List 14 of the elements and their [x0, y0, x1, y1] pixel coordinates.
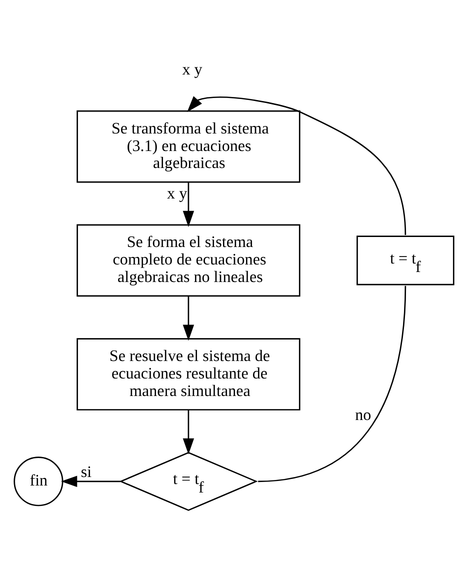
edge-label: no: [354, 406, 371, 424]
edge-label: si: [80, 464, 92, 481]
arrow: [60, 476, 120, 488]
arrow: [186, 96, 406, 236]
node-box: Se transforma el sistema (3.1) en ecuaciones algebraicas: [76, 110, 300, 183]
arrow: [182, 296, 194, 341]
edge-label: x y: [166, 186, 187, 203]
edge-label: x y: [182, 62, 202, 79]
node-box: Se resuelve el sistema de ecuaciones resultante de manera simultanea: [76, 338, 300, 410]
node-circle: fin: [13, 456, 63, 506]
node-box: Se forma el sistema completo de ecuaciones algebraicas no lineales: [76, 224, 300, 297]
arrow: [182, 410, 194, 454]
arrow: [182, 182, 194, 227]
connector: [258, 286, 406, 482]
